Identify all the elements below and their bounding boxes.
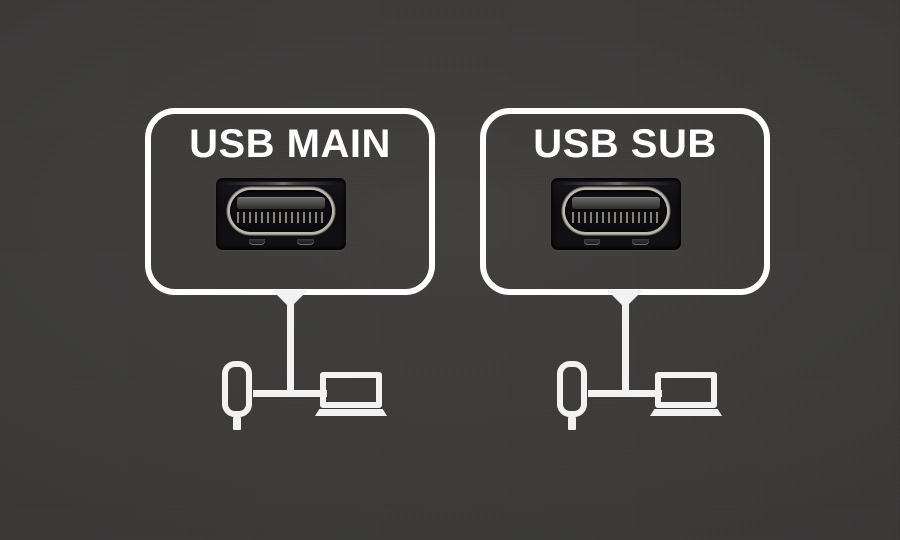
port-box-usb-sub: USB SUB (480, 108, 770, 295)
connection-bar-usb-sub (588, 390, 662, 397)
usb-c-latch-left (583, 238, 601, 245)
usb-c-shell (229, 190, 333, 232)
usb-c-latch-right (631, 238, 649, 245)
usb-flash-drive-icon (222, 361, 252, 430)
laptop-icon (315, 372, 387, 416)
usb-c-pin-contacts (571, 211, 661, 223)
connection-stem-usb-main (286, 300, 294, 390)
laptop-base (315, 409, 387, 416)
usb-c-receptacle-usb-main (216, 178, 346, 250)
usb-flash-drive-plug (233, 417, 241, 430)
laptop-screen (655, 372, 717, 408)
usb-c-tongue (236, 196, 326, 210)
connection-funnel-usb-sub (607, 290, 643, 308)
usb-flash-drive-icon (557, 361, 587, 430)
port-box-usb-main: USB MAIN (145, 108, 435, 295)
usb-c-latch-left (248, 238, 266, 245)
connection-stem-usb-sub (621, 300, 629, 390)
port-label-usb-sub: USB SUB (533, 122, 717, 166)
usb-c-shell (564, 190, 668, 232)
usb-flash-drive-body (222, 361, 252, 417)
usb-c-pin-contacts (236, 211, 326, 223)
connection-bar-usb-main (253, 390, 327, 397)
usb-c-tongue (571, 196, 661, 210)
usb-flash-drive-body (557, 361, 587, 417)
laptop-icon (650, 372, 722, 416)
laptop-screen (320, 372, 382, 408)
usb-flash-drive-plug (568, 417, 576, 430)
laptop-base (650, 409, 722, 416)
usb-c-latch-right (296, 238, 314, 245)
connection-funnel-usb-main (272, 290, 308, 308)
usb-c-receptacle-usb-sub (551, 178, 681, 250)
port-label-usb-main: USB MAIN (189, 122, 391, 166)
